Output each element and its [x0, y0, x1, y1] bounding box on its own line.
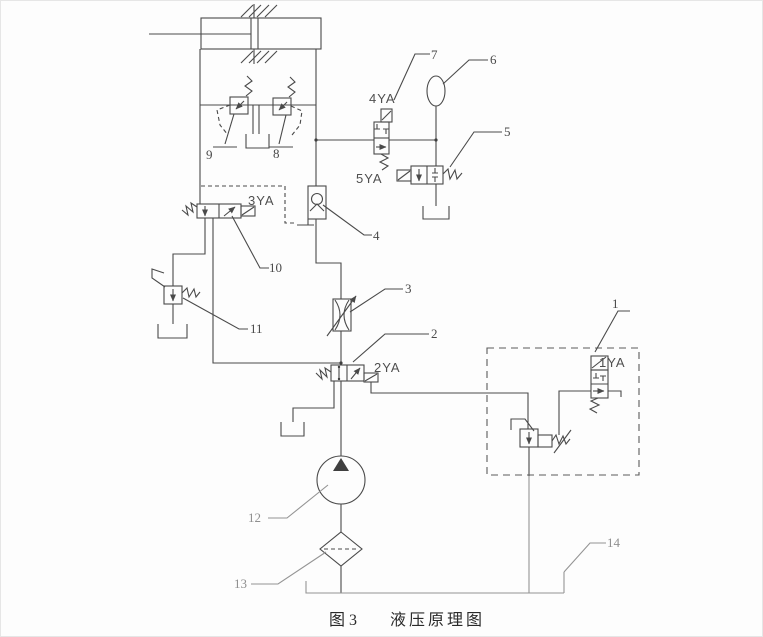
- solenoid-valve-5ya: [396, 165, 463, 185]
- callout-4: 4: [373, 228, 380, 243]
- valve-arrow: [278, 101, 288, 111]
- pump-triangle: [333, 458, 349, 471]
- callout-3: 3: [405, 281, 412, 296]
- throttle-curve: [343, 299, 350, 331]
- spring: [551, 433, 571, 446]
- spring: [588, 397, 601, 414]
- solenoid-diagonal: [241, 206, 255, 216]
- pilot-valve-9: [213, 75, 253, 148]
- spring: [244, 75, 253, 97]
- callout-8: 8: [273, 146, 280, 161]
- valve-arrow: [235, 100, 245, 110]
- callout-14: 14: [607, 535, 621, 550]
- solenoid-diagonal: [381, 110, 392, 121]
- tank-symbols: [157, 134, 450, 437]
- solenoid-diagonal: [364, 373, 378, 382]
- solenoid-valve-4ya: [373, 108, 393, 171]
- callout-11: 11: [250, 321, 263, 336]
- solenoid-diagonal: [397, 170, 411, 181]
- throttle-curve: [334, 299, 341, 331]
- label-3ya: 3YA: [248, 193, 275, 208]
- flow-arrow: [223, 206, 236, 217]
- assembly-enclosure: [486, 347, 640, 476]
- check-ball: [310, 192, 324, 206]
- valve-body: [307, 185, 327, 220]
- damper-box: [537, 434, 553, 448]
- callout-12: 12: [248, 510, 261, 525]
- solenoid-valve-2ya: [315, 364, 379, 383]
- blocked-port-symbols: [432, 168, 438, 182]
- figure-title: 液压原理图: [390, 612, 486, 629]
- anchor-hatching: [240, 4, 278, 64]
- valve-body: [163, 285, 183, 305]
- callout-2: 2: [431, 326, 438, 341]
- pilot-valve-8: [269, 76, 303, 148]
- filter: [319, 531, 363, 567]
- figure-number: 图 3: [329, 612, 358, 629]
- junction-dot: [434, 138, 438, 142]
- blocked-port-symbols: [593, 373, 606, 381]
- pipe-junction-dots: [314, 138, 438, 365]
- label-4ya: 4YA: [369, 91, 396, 106]
- hydraulic-pump: [316, 455, 366, 505]
- solenoid-labels: 1YA 2YA 3YA 4YA 5YA: [248, 91, 626, 375]
- callout-6: 6: [490, 52, 497, 67]
- pump-circle: [316, 455, 366, 505]
- flow-arrow: [350, 367, 361, 380]
- filter-diamond: [319, 531, 363, 567]
- hydraulic-cylinder: [149, 4, 322, 64]
- callout-leaders-light: [251, 484, 606, 585]
- solenoid-box: [363, 372, 379, 383]
- relief-unit-1: [486, 347, 640, 476]
- spring: [287, 76, 296, 98]
- drain-line: [224, 113, 235, 145]
- check-valve: [307, 185, 327, 220]
- pilot-hook: [510, 418, 535, 432]
- pilot-line-dashed: [216, 104, 231, 136]
- pipe-network: [172, 49, 622, 593]
- spring: [181, 286, 201, 299]
- adjust-arrow: [326, 295, 357, 337]
- figure-caption: 图 3 液压原理图: [329, 606, 485, 630]
- callout-leaders: [182, 53, 630, 363]
- port-dot: [337, 365, 341, 369]
- check-seat: [309, 203, 325, 212]
- callout-9: 9: [206, 147, 213, 162]
- solenoid-box: [240, 205, 256, 217]
- blocked-port-symbols: [374, 124, 389, 134]
- adjust-slash: [553, 429, 572, 454]
- tank-return-lines: [305, 476, 565, 594]
- spring: [181, 201, 198, 217]
- spring: [378, 153, 390, 171]
- callout-1: 1: [612, 296, 619, 311]
- callout-13: 13: [234, 576, 247, 591]
- flow-control-valve: [326, 295, 357, 337]
- label-1ya: 1YA: [599, 355, 626, 370]
- callout-10: 10: [269, 260, 282, 275]
- pilot-hook: [151, 268, 166, 288]
- accumulator: [426, 75, 446, 107]
- callout-5: 5: [504, 124, 511, 139]
- pilot-line-dashed: [290, 105, 303, 136]
- valve-body: [332, 298, 352, 332]
- drain-line: [278, 114, 287, 145]
- relief-valve-11: [151, 268, 201, 305]
- junction-dot: [314, 138, 318, 142]
- solenoid-diagonal: [591, 356, 607, 369]
- spring: [315, 366, 332, 381]
- spring: [442, 167, 463, 181]
- callout-7: 7: [431, 47, 438, 62]
- pilot-control-line: [201, 185, 296, 224]
- junction-dot: [339, 361, 343, 365]
- label-5ya: 5YA: [356, 171, 383, 186]
- solenoid-valve-3ya: [181, 201, 256, 219]
- callout-numbers: 1 2 3 4 5 6 7 8 9 10 11 12 13 14: [206, 47, 621, 591]
- label-2ya: 2YA: [374, 360, 401, 375]
- port-dot: [337, 377, 341, 381]
